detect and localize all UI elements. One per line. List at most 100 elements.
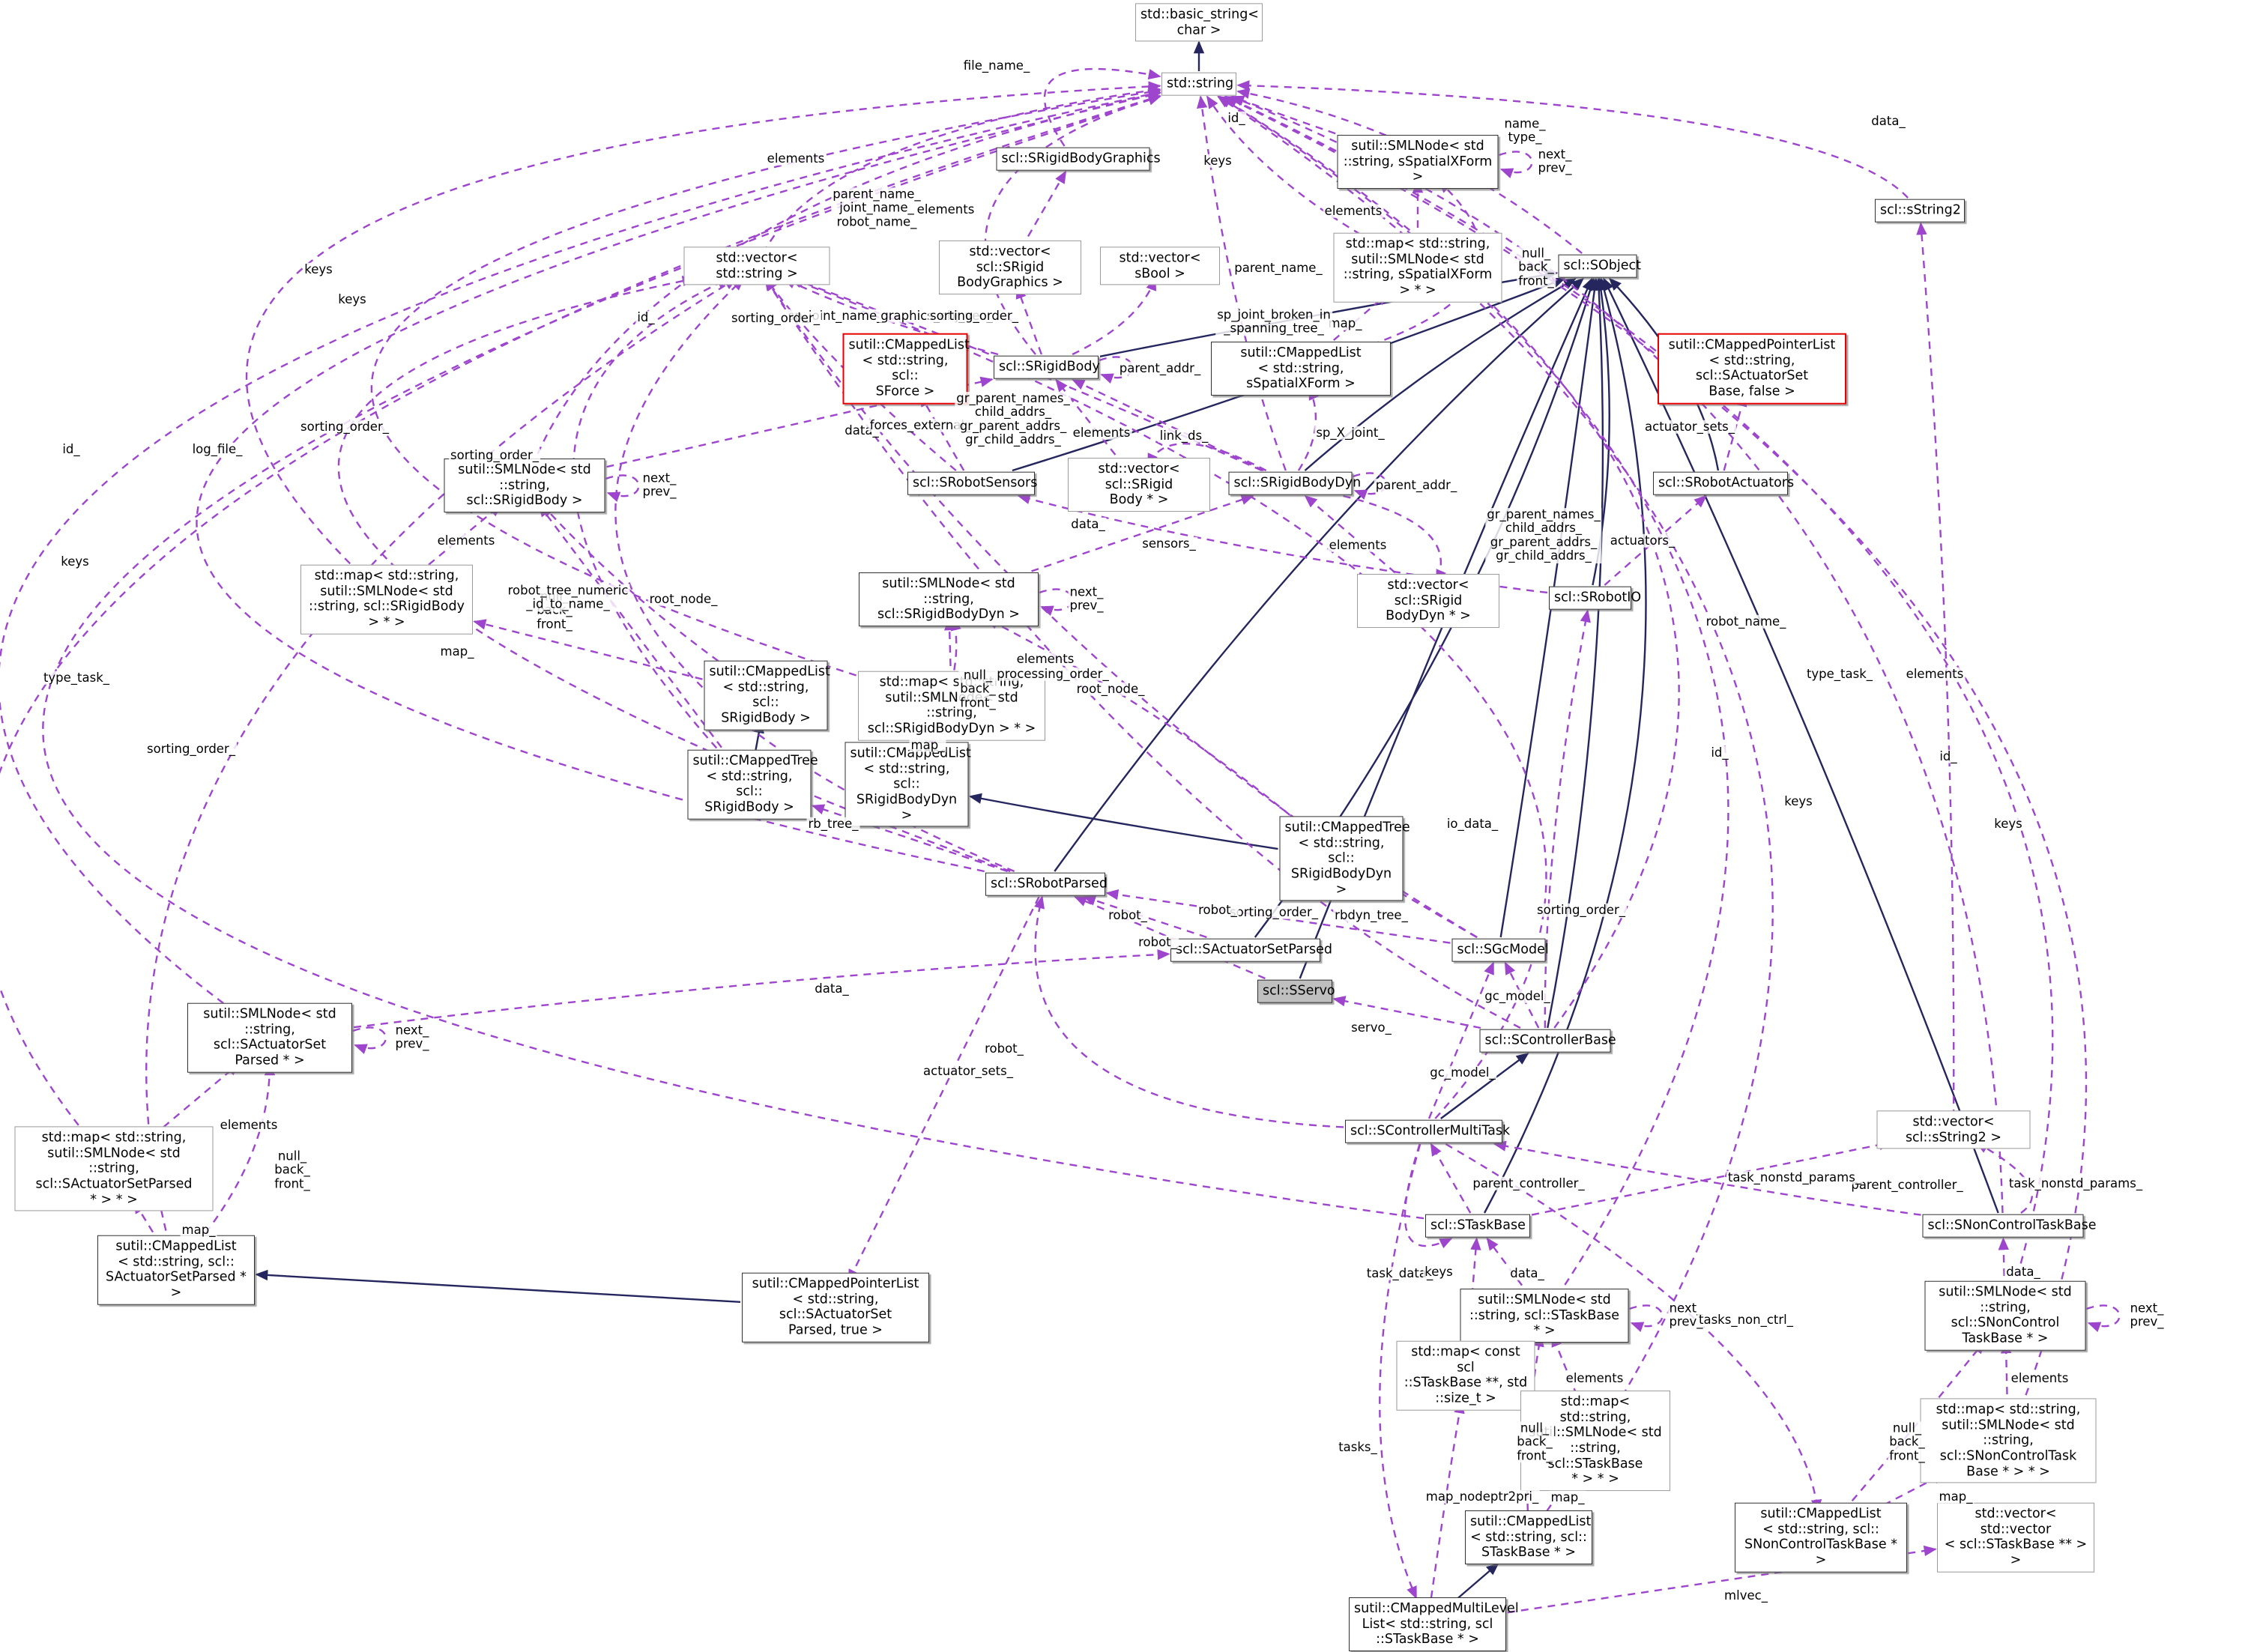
edge-label-elements: elements	[435, 533, 497, 548]
class-node-cml_sforce[interactable]: sutil::CMappedList < std::string, scl:: …	[842, 333, 970, 405]
edge-scmt-cml_nct	[1445, 1143, 1822, 1513]
edge-label-next-prev: next_ prev_	[1068, 584, 1105, 614]
edge-label-mlvec: mlvec_	[1723, 1588, 1769, 1603]
class-node-map_cstb[interactable]: std::map< const scl ::STaskBase **, std …	[1396, 1340, 1535, 1411]
class-node-sgcm[interactable]: scl::SGcModel	[1451, 938, 1549, 962]
edge-label-link-ds: link_ds_	[1158, 428, 1210, 444]
edge-label-parent-name-joint-name-robot-name: parent_name_ joint_name_ robot_name_	[831, 187, 922, 229]
class-node-sservo[interactable]: scl::SServo	[1257, 979, 1335, 1003]
edge-scb-sgcm	[1504, 961, 1540, 1029]
edge-label-null-back-front: null_ back_ front_	[1515, 1420, 1554, 1463]
class-node-scmt[interactable]: scl::SControllerMultiTask	[1345, 1119, 1510, 1143]
class-node-map_nct[interactable]: std::map< std::string, sutil::SMLNode< s…	[1920, 1398, 2097, 1483]
edge-label-gr-parent-names-child-addrs-gr-parent-addrs-gr-child-addrs: gr_parent_names_ child_addrs_ gr_parent_…	[1485, 507, 1602, 563]
class-node-sobject[interactable]: scl::SObject	[1558, 254, 1641, 278]
edge-label-robot-name: robot_name_	[1704, 614, 1788, 629]
class-node-sml_tb[interactable]: sutil::SMLNode< std ::string, scl::STask…	[1460, 1289, 1629, 1343]
edge-srbg-std_string	[1043, 67, 1161, 147]
class-node-cmml_tb[interactable]: sutil::CMappedMultiLevel List< std::stri…	[1349, 1597, 1519, 1651]
edge-cml_asp-sml_asp	[196, 1062, 276, 1244]
edge-snctb-sobject	[1603, 277, 1999, 1214]
edge-label-keys: keys	[1783, 793, 1814, 809]
edge-sml_asp-sasp	[353, 948, 1170, 1029]
edge-label-next-prev: next_ prev_	[2128, 1301, 2166, 1330]
edge-label-sorting-order: sorting_order_	[299, 419, 390, 435]
edge-label-data: data_	[813, 981, 850, 996]
class-node-srbd[interactable]: scl::SRigidBodyDyn	[1228, 471, 1361, 495]
class-node-sml_rb[interactable]: sutil::SMLNode< std ::string, scl::SRigi…	[444, 459, 605, 512]
class-node-cmt_rbd[interactable]: sutil::CMappedTree < std::string, scl:: …	[1279, 816, 1410, 901]
class-node-sml_rbd[interactable]: sutil::SMLNode< std ::string, scl::SRigi…	[859, 572, 1039, 626]
edge-label-elements: elements	[218, 1117, 280, 1133]
class-node-map_rb[interactable]: std::map< std::string, sutil::SMLNode< s…	[300, 564, 473, 635]
class-node-vec_srbg[interactable]: std::vector< scl::SRigid BodyGraphics >	[939, 240, 1081, 294]
edge-label-gr-parent-names-child-addrs-gr-parent-addrs-gr-child-addrs: gr_parent_names_ child_addrs_ gr_parent_…	[955, 391, 1072, 447]
class-node-sra[interactable]: scl::SRobotActuators	[1653, 471, 1794, 495]
edge-label-elements: elements	[1904, 666, 1966, 682]
edge-label-map: map_	[909, 737, 946, 753]
edge-sml_tb-std_string	[1218, 95, 1729, 1297]
class-node-sasp[interactable]: scl::SActuatorSetParsed	[1170, 938, 1332, 962]
class-node-snctb[interactable]: scl::SNonControlTaskBase	[1922, 1214, 2097, 1238]
edge-snctb-vec_ss2	[1975, 1141, 2034, 1214]
class-node-srp[interactable]: scl::SRobotParsed	[985, 872, 1108, 896]
class-node-srs[interactable]: scl::SRobotSensors	[907, 471, 1037, 495]
class-node-cml_nct[interactable]: sutil::CMappedList < std::string, scl:: …	[1735, 1502, 1907, 1573]
class-node-cml_rbd[interactable]: sutil::CMappedList < std::string, scl:: …	[845, 742, 971, 827]
edge-srp-std_string	[196, 90, 1161, 873]
class-node-map_asp[interactable]: std::map< std::string, sutil::SMLNode< s…	[14, 1126, 214, 1211]
class-node-std_string[interactable]: std::string	[1161, 72, 1236, 96]
edge-cmt_rbd-sml_rbd	[985, 617, 1311, 833]
edge-label-sorting-order: sorting_order_	[449, 447, 540, 463]
edge-label-keys: keys	[303, 261, 334, 277]
class-node-stb[interactable]: scl::STaskBase	[1425, 1214, 1530, 1238]
edge-stb-scmt	[1430, 1143, 1472, 1214]
class-node-cml_rb[interactable]: sutil::CMappedList < std::string, scl:: …	[704, 660, 830, 730]
class-node-srbg[interactable]: scl::SRigidBodyGraphics	[996, 147, 1161, 171]
class-node-vec_sbool[interactable]: std::vector< sBool >	[1100, 246, 1220, 285]
class-node-cmpl_sab[interactable]: sutil::CMappedPointerList < std::string,…	[1658, 333, 1846, 405]
edge-label-sorting-order: sorting_order_	[730, 310, 821, 326]
class-node-vec_str[interactable]: std::vector< std::string >	[683, 246, 830, 285]
class-node-scb[interactable]: scl::SControllerBase	[1479, 1029, 1616, 1053]
edge-label-null-back-front: null_ back_ front_	[958, 668, 997, 710]
edge-label-null-back-front: null_ back_ front_	[273, 1149, 312, 1191]
edge-label-gc-model: gc_model_	[1428, 1065, 1497, 1080]
edge-scmt-vec_str	[789, 277, 1547, 1119]
class-node-cmt_rb[interactable]: sutil::CMappedTree < std::string, scl:: …	[687, 749, 818, 820]
class-node-cml_xf[interactable]: sutil::CMappedList < std::string, sSpati…	[1211, 342, 1391, 396]
class-node-sstring2[interactable]: scl::sString2	[1875, 199, 1965, 223]
class-node-cml_asp[interactable]: sutil::CMappedList < std::string, scl:: …	[97, 1235, 255, 1305]
class-node-cmpl_asp[interactable]: sutil::CMappedPointerList < std::string,…	[742, 1272, 929, 1343]
edge-label-robot: robot_	[1197, 902, 1239, 918]
class-node-srb[interactable]: scl::SRigidBody	[994, 355, 1100, 379]
class-node-vec_rbdp[interactable]: std::vector< scl::SRigid BodyDyn * >	[1357, 574, 1499, 628]
edge-label-id: id_	[1938, 748, 1959, 764]
class-node-map_rbd[interactable]: std::map< std::string, sutil::SMLNode< s…	[858, 671, 1045, 741]
edge-label-sorting-order: sorting_order_	[928, 308, 1020, 324]
class-node-map_xf[interactable]: std::map< std::string, sutil::SMLNode< s…	[1333, 232, 1502, 303]
edge-label-keys: keys	[336, 291, 368, 307]
class-node-sml_nct[interactable]: sutil::SMLNode< std ::string, scl::SNonC…	[1924, 1280, 2086, 1351]
edge-label-map: map_	[1326, 315, 1364, 331]
edge-label-root-node: root_node_	[1075, 681, 1146, 697]
edge-vec_rbp-srb	[1055, 378, 1125, 466]
class-node-sml_xf[interactable]: sutil::SMLNode< std ::string, sSpatialXF…	[1337, 135, 1499, 189]
edge-label-robot: robot_	[1107, 907, 1149, 923]
class-node-cml_tb[interactable]: sutil::CMappedList < std::string, scl:: …	[1465, 1510, 1592, 1564]
edge-cmml_tb-vec_vec_tb	[1507, 1545, 1937, 1614]
class-node-sml_asp[interactable]: sutil::SMLNode< std ::string, scl::SActu…	[187, 1002, 352, 1073]
edge-sml_xf-self	[1499, 151, 1533, 178]
class-node-basic_string[interactable]: std::basic_string< char >	[1135, 3, 1263, 42]
class-node-vec_vec_tb[interactable]: std::vector< std::vector < scl::STaskBas…	[1937, 1502, 2094, 1573]
class-node-vec_rbp[interactable]: std::vector< scl::SRigid Body * >	[1068, 458, 1210, 512]
class-node-vec_ss2[interactable]: std::vector< scl::sString2 >	[1876, 1110, 2031, 1149]
edge-label-robot-tree-numeric-id-to-name: robot_tree_numeric _id_to_name_	[506, 583, 630, 612]
edge-label-rbdyn-tree: rbdyn_tree_	[1333, 907, 1410, 923]
edge-label-data: data_	[1069, 516, 1107, 532]
class-node-srio[interactable]: scl::SRobotIO	[1549, 586, 1641, 610]
edge-map_tb-std_string	[1217, 95, 1774, 1409]
edge-label-io-data: io_data_	[1445, 816, 1500, 832]
edge-label-null-back-front: null_ back_ front_	[1888, 1420, 1927, 1463]
